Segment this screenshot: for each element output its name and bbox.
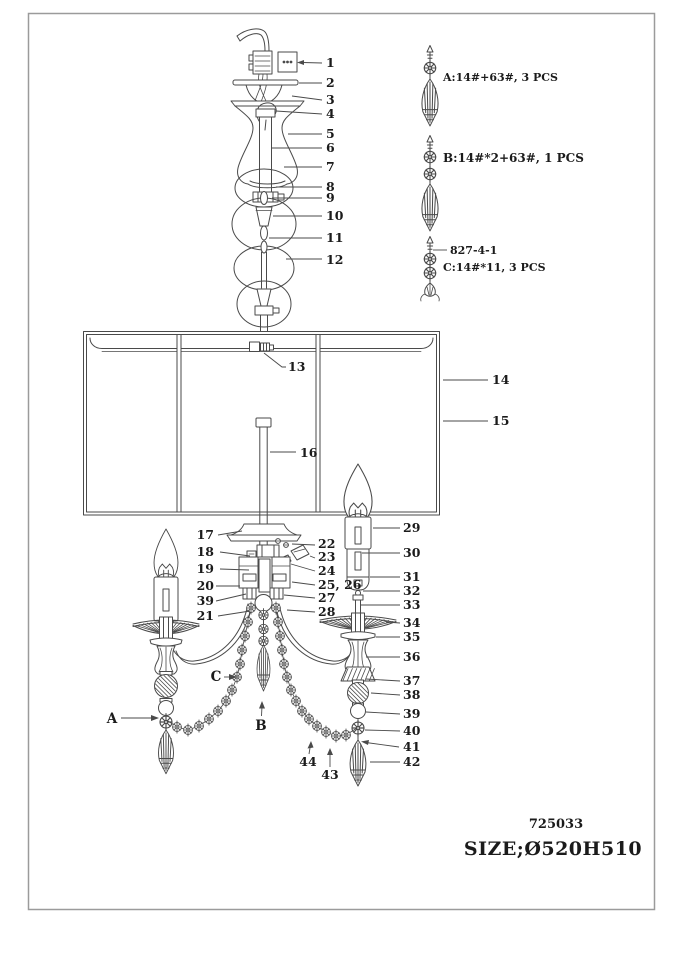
callout-42: 42 [403,754,420,769]
assembly-code-label: 827-4-1 [450,244,497,257]
terminal-block [252,50,273,75]
callout-31: 31 [403,569,420,584]
left-candle [132,528,200,775]
center-tube [258,558,271,593]
callout-43: 43 [321,767,338,782]
mounting-bar [232,79,299,86]
callout-25-26: 25, 26 [318,577,362,592]
callout-40: 40 [403,723,421,738]
callout-5: 5 [326,126,335,141]
bobeche [319,612,397,637]
callout-9: 9 [326,190,335,205]
lamp-shade [83,331,440,516]
callout-16: 16 [300,445,318,460]
arm-nut-right [269,587,284,600]
ref-chain-tassel [420,282,440,302]
callout-labels: 1 2 3 4 5 6 7 8 9 10 11 12 13 14 15 16 1… [106,55,642,860]
callout-15: 15 [492,413,509,428]
leader-lines [121,60,488,767]
callout-28: 28 [318,604,336,619]
callout-8: 8 [326,179,335,194]
callout-36: 36 [403,649,421,664]
callout-39-right: 39 [403,706,420,721]
drawing-border [27,12,656,911]
spreader-plate [226,534,302,542]
callout-29: 29 [403,520,420,535]
callout-38: 38 [403,687,421,702]
chain-label-a: A [106,711,118,727]
candle-arms [171,594,356,665]
center-drop-strand [256,608,271,692]
canopy-plate [230,100,305,107]
set-screw [277,193,285,201]
chain-label-b: B [255,718,266,734]
callout-10: 10 [326,208,344,223]
callout-1: 1 [326,55,335,70]
callout-4: 4 [326,106,335,121]
callout-13: 13 [288,359,305,374]
callout-33: 33 [403,597,420,612]
callout-32: 32 [403,583,420,598]
callout-20: 20 [197,578,215,593]
center-body [226,523,310,600]
bead-chains [167,601,358,743]
crystal-reference-column [420,45,440,302]
callout-34: 34 [403,615,421,630]
arm-nut-left [242,587,257,600]
power-conduit [236,28,270,52]
spec-a-label: A:14#+63#, 3 PCS [442,71,558,84]
callout-18: 18 [197,544,215,559]
spacer-disc [340,631,376,640]
glass-ball-column [231,168,297,332]
callout-22: 22 [318,536,335,551]
bobeche [132,616,200,642]
callout-7: 7 [326,159,335,174]
shade-frame-rib [176,334,182,513]
shade-frame-rib [315,334,321,513]
callout-3: 3 [326,92,335,107]
finial-ball [350,703,366,719]
upper-bracket [256,544,280,559]
callout-23: 23 [318,549,335,564]
callout-44: 44 [299,754,317,769]
spacer-disc [149,637,183,647]
model-number: 725033 [529,817,583,832]
spec-c-label: C:14#*11, 3 PCS [443,261,546,274]
callout-12: 12 [326,252,343,267]
spec-b-label: B:14#*2+63#, 1 PCS [443,151,584,165]
callout-19: 19 [197,561,214,576]
shade-top-connector [249,341,274,352]
callout-39-left: 39 [197,593,214,608]
chain-label-c: C [211,669,222,685]
callout-17: 17 [197,527,214,542]
right-candle [319,463,397,787]
size-label: SIZE;Ø520H510 [464,838,642,860]
callout-35: 35 [403,629,420,644]
callout-21: 21 [197,608,214,623]
callout-41: 41 [403,739,420,754]
callout-6: 6 [326,140,335,155]
callout-14: 14 [492,372,510,387]
callout-2: 2 [326,75,335,90]
callout-27: 27 [318,590,335,605]
lead-wires [254,73,268,103]
callout-30: 30 [403,545,421,560]
callout-11: 11 [326,230,343,245]
callout-37: 37 [403,673,420,688]
callout-24: 24 [318,563,336,578]
